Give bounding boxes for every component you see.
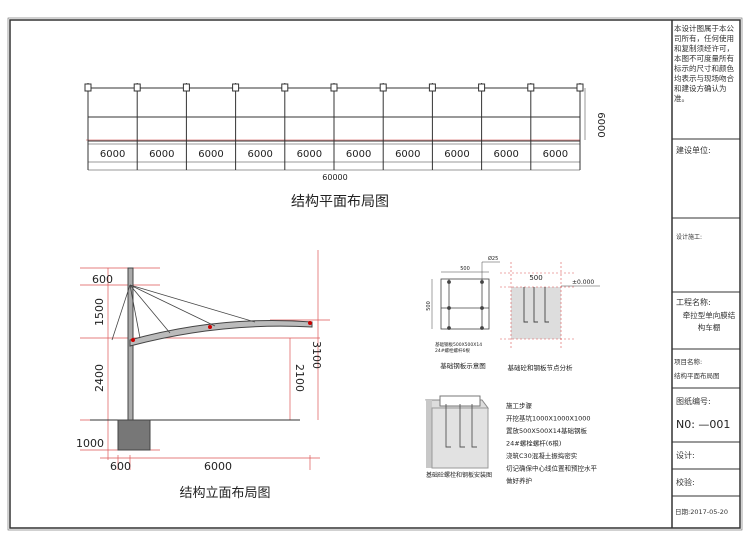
- client-label: 建设单位:: [676, 146, 711, 155]
- sheet-border: [9, 19, 741, 529]
- construction-step: 置放500X500X14基础钢板: [506, 426, 587, 435]
- cantilever-arm: [129, 319, 313, 347]
- dim-2400: 2400: [93, 364, 106, 392]
- plan-column-head: [84, 83, 92, 92]
- plan-bay-dim: 6000: [297, 149, 322, 160]
- node-title: 基础砼和钢板节点分析: [508, 363, 574, 372]
- date: 日期:2017-05-20: [675, 508, 728, 516]
- checker-label: 校验:: [676, 478, 695, 487]
- elevation-view: [80, 250, 330, 470]
- item-name: 结构平面布局图: [674, 372, 720, 380]
- project-name: 牵拉型单向膜结构车棚: [682, 311, 736, 332]
- plan-column-head: [232, 83, 240, 92]
- plan-column-head: [576, 83, 584, 92]
- plan-bay-dim: 6000: [247, 149, 272, 160]
- drawing-no-label: 图纸编号:: [676, 397, 711, 406]
- plate-note-2: 24#螺栓螺杆6根: [435, 347, 470, 354]
- node-dim: 500: [529, 274, 542, 282]
- design-label: 设计施工:: [676, 234, 703, 241]
- copyright-notice: 本设计图属于本公司所有，任何使用和复制须经许可，本图不可度量所有标示的尺寸和颜色…: [674, 24, 734, 103]
- dim-600-bottom: 600: [110, 460, 131, 473]
- dim-600-top: 600: [92, 273, 113, 286]
- plate-title: 基础钢板示意图: [440, 361, 486, 370]
- plate-side-dim: 500: [426, 301, 432, 311]
- drawing-no: N0: —001: [676, 418, 731, 431]
- plan-bay-dim: 6000: [346, 149, 371, 160]
- project-label: 工程名称:: [676, 298, 711, 307]
- plan-bay-dim: 6000: [149, 149, 174, 160]
- plan-bay-dim: 6000: [100, 149, 125, 160]
- plan-column-head: [330, 83, 338, 92]
- construction-step: 开挖基坑1000X1000X1000: [506, 414, 591, 423]
- plan-title: 结构平面布局图: [291, 194, 389, 210]
- install-title: 基础砼螺栓和钢板安装图: [426, 471, 492, 479]
- plan-column-head: [182, 83, 190, 92]
- dim-1500: 1500: [93, 298, 106, 326]
- plan-column-head: [428, 83, 436, 92]
- install-block: [425, 395, 489, 469]
- level-mark: ±0.000: [572, 279, 594, 286]
- plan-column-head: [133, 83, 141, 92]
- plan-column-head: [281, 83, 289, 92]
- plan-bay-dim: 6000: [198, 149, 223, 160]
- plan-bay-dim: 6000: [395, 149, 420, 160]
- node-detail: [500, 262, 600, 350]
- plan-column-head: [527, 83, 535, 92]
- construction-step: 施工步骤: [506, 401, 533, 410]
- plan-bay-dim: 6000: [543, 149, 568, 160]
- plan-bay-dim: 6000: [444, 149, 469, 160]
- plan-column-head: [379, 83, 387, 92]
- plate-detail: [431, 261, 500, 330]
- dim-1000: 1000: [76, 437, 104, 450]
- construction-step: 浇筑C30混凝土振捣密实: [506, 451, 578, 460]
- plan-total-dim: 60000: [322, 173, 347, 182]
- dim-2100: 2100: [293, 364, 306, 392]
- plan-column-head: [478, 83, 486, 92]
- foundation: [117, 419, 151, 451]
- construction-step: 做好养护: [506, 476, 532, 485]
- plan-bay-dim: 6000: [493, 149, 518, 160]
- item-label: 项目名称:: [674, 358, 703, 366]
- plate-dim: 500: [460, 266, 470, 272]
- designer-label: 设计:: [676, 451, 695, 460]
- construction-step: 24#螺栓螺杆(6根): [506, 439, 561, 448]
- plan-depth-dim: 6000: [595, 112, 606, 137]
- plan-view: [84, 83, 586, 171]
- dim-3100: 3100: [310, 341, 323, 369]
- dim-6000: 6000: [204, 460, 232, 473]
- plate-note-1: 基础钢板500X500X14: [435, 341, 482, 348]
- construction-step: 切记确保中心线位置和预控水平: [506, 464, 598, 473]
- elevation-title: 结构立面布局图: [179, 486, 270, 501]
- bolt-note: Ø25: [488, 255, 498, 262]
